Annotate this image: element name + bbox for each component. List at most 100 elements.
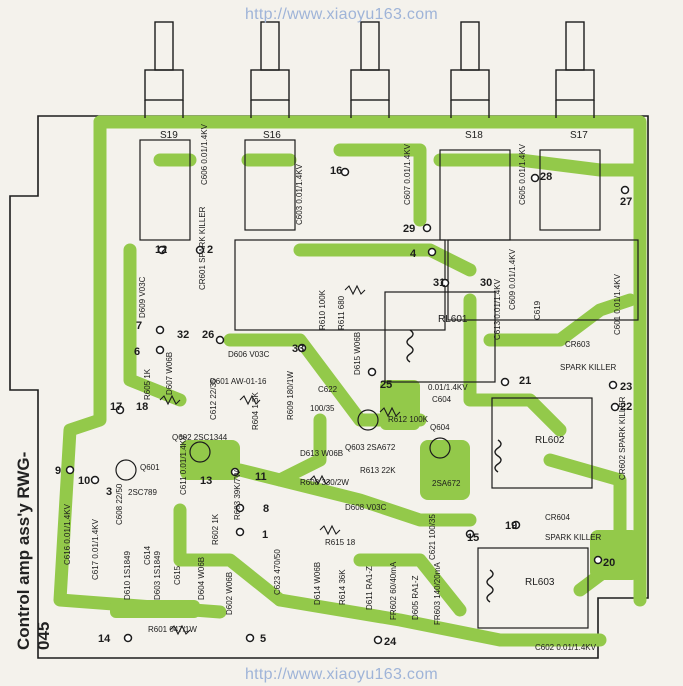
switch-label-s19: S19 xyxy=(160,130,178,141)
comp-fr603: FR603 140/20mA xyxy=(433,562,442,625)
pad-17: 17 xyxy=(110,401,122,413)
pad-19: 19 xyxy=(505,520,517,532)
relay-coils xyxy=(406,329,502,603)
comp-c611: C611 0.01/1.4KV xyxy=(179,434,188,495)
comp-r602: R602 1K xyxy=(211,513,220,545)
comp-c623: C623 470/50 xyxy=(273,549,282,595)
relay-label-rl603: RL603 xyxy=(525,577,555,588)
comp-q604-t: 2SA672 xyxy=(432,479,461,488)
comp-d604: D604 W06B xyxy=(197,557,206,600)
comp-d606: D606 V03C xyxy=(228,350,270,359)
watermark-top[interactable]: http://www.xiaoyu163.com xyxy=(244,6,439,23)
pad-16: 16 xyxy=(330,165,342,177)
side-title: Control amp ass'y RWG-045 xyxy=(14,451,53,650)
comp-q601: Q601 xyxy=(140,463,160,472)
comp-r610: R610 100K xyxy=(318,289,327,330)
pad-1: 1 xyxy=(262,529,268,541)
comp-d601: D601 AW-01-16 xyxy=(210,377,267,386)
pad-3: 3 xyxy=(106,486,112,498)
pad-10: 10 xyxy=(78,475,90,487)
comp-c617: C617 0.01/1.4KV xyxy=(91,518,100,580)
comp-cr601: CR601 SPARK KILLER xyxy=(198,206,207,290)
pad-9: 9 xyxy=(55,465,61,477)
comp-c609: C609 0.01/1.4KV xyxy=(508,248,517,310)
comp-c614: C614 xyxy=(143,545,152,565)
comp-c605: C605 0.01/1.4KV xyxy=(518,143,527,205)
pad-5: 5 xyxy=(260,633,266,645)
comp-d609: D609 V03C xyxy=(138,276,147,318)
comp-c607: C607 0.01/1.4KV xyxy=(403,143,412,205)
pad-4: 4 xyxy=(410,248,417,260)
relay-label-rl601: RL601 xyxy=(438,314,468,325)
comp-r605: R605 1K xyxy=(143,368,152,400)
comp-c619: C619 xyxy=(533,300,542,320)
pad-18: 18 xyxy=(136,401,148,413)
comp-d605: D605 RA1-Z xyxy=(411,575,420,620)
resistor-symbols xyxy=(159,284,401,636)
pad-29: 29 xyxy=(403,223,415,235)
pad-30: 30 xyxy=(480,277,492,289)
comp-q601-t: 2SC789 xyxy=(128,488,157,497)
comp-d610: D610 1S1849 xyxy=(123,551,132,600)
comp-cr603-sk: SPARK KILLER xyxy=(560,363,617,372)
comp-c615: C615 xyxy=(173,565,182,585)
pad-26: 26 xyxy=(202,329,214,341)
comp-d613: D613 W06B xyxy=(300,449,343,458)
comp-c603: C603 0.01/1.4KV xyxy=(295,163,304,225)
comp-r614: R614 36K xyxy=(338,569,347,605)
comp-c608: C608 22/50 xyxy=(115,483,124,525)
comp-c602: C602 0.01/1.4KV xyxy=(535,643,597,652)
comp-c616: C616 0.01/1.4KV xyxy=(63,503,72,565)
comp-d602: D602 W06B xyxy=(225,572,234,615)
comp-cr604: CR604 xyxy=(545,513,570,522)
copper-traces xyxy=(53,115,647,647)
pad-27: 27 xyxy=(620,196,632,208)
comp-q603: Q603 2SA672 xyxy=(345,443,396,452)
comp-fr602: FR602 60/40mA xyxy=(389,561,398,620)
component-labels: C606 0.01/1.4KV C603 0.01/1.4KV C607 0.0… xyxy=(63,123,627,652)
pad-7: 7 xyxy=(136,320,142,332)
pad-2: 2 xyxy=(207,244,213,256)
comp-c613: C613 0.01/1.4KV xyxy=(493,278,502,340)
comp-r611: R611 680 xyxy=(337,295,346,330)
comp-cr603: CR603 xyxy=(565,340,590,349)
pad-12: 12 xyxy=(155,244,167,256)
pad-15: 15 xyxy=(467,532,479,544)
switch-label-s18: S18 xyxy=(465,130,483,141)
comp-c604-v: 0.01/1.4KV xyxy=(428,383,468,392)
comp-c601: C601 0.01/1.4KV xyxy=(613,273,622,335)
pad-24: 24 xyxy=(384,636,397,648)
board-outline xyxy=(9,115,649,659)
comp-r615: R615 18 xyxy=(325,538,356,547)
comp-d608: D608 V03C xyxy=(345,503,387,512)
pad-25: 25 xyxy=(380,379,392,391)
comp-r601: R601 047/1W xyxy=(148,625,197,634)
comp-c604: C604 xyxy=(432,395,452,404)
comp-r604: R604 1.5K xyxy=(251,392,260,430)
relay-outlines xyxy=(384,291,593,629)
pad-14: 14 xyxy=(98,633,111,645)
comp-c621: C621 100/35 xyxy=(428,514,437,560)
pad-6: 6 xyxy=(134,346,140,358)
switch-shafts xyxy=(144,21,595,118)
pad-21: 21 xyxy=(519,375,531,387)
pad-32: 32 xyxy=(177,329,189,341)
switch-label-s16: S16 xyxy=(263,130,281,141)
switch-label-s17: S17 xyxy=(570,130,588,141)
pad-23: 23 xyxy=(620,381,632,393)
comp-d614: D614 W06B xyxy=(313,562,322,605)
comp-r603: R603 39K/7W xyxy=(233,470,242,520)
pad-13: 13 xyxy=(200,475,212,487)
comp-r608: R608 330/2W xyxy=(300,478,349,487)
pad-numbers: 1 2 3 4 5 6 7 8 9 10 11 12 13 14 15 16 1… xyxy=(55,165,632,648)
comp-c606: C606 0.01/1.4KV xyxy=(200,123,209,185)
watermark-bottom[interactable]: http://www.xiaoyu163.com xyxy=(244,666,439,683)
comp-cr602: CR602 SPARK KILLER xyxy=(618,396,627,480)
comp-d615: D615 W06B xyxy=(353,332,362,375)
comp-d607: D607 W06B xyxy=(165,352,174,395)
transistor-symbols xyxy=(115,409,451,481)
relay-label-rl602: RL602 xyxy=(535,435,565,446)
pad-22: 22 xyxy=(620,401,632,413)
comp-r612: R612 100K xyxy=(388,415,429,424)
